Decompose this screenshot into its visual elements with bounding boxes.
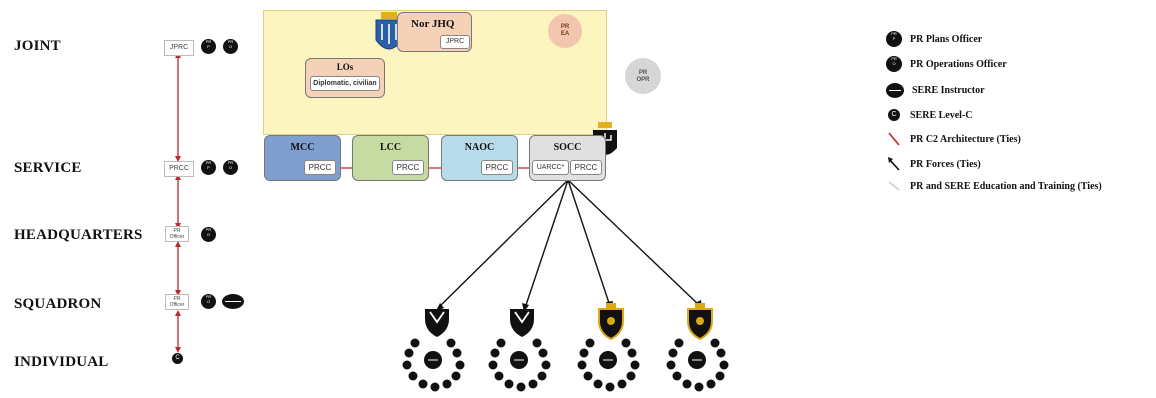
legend-sere-instructor: SERE Instructor (886, 81, 985, 99)
nor-jhq-title: Nor JHQ (411, 18, 455, 30)
mcc-label: MCC (290, 142, 315, 153)
los-title: LOs (336, 62, 354, 72)
ladder-pr-officer-squadron: PR Officer (165, 294, 189, 310)
lcc-prcc-box: PRCC (392, 160, 424, 175)
sere-level-c-icon: C (172, 353, 183, 364)
sere-instructor-icon (886, 82, 904, 98)
ladder-prcc-box: PRCC (164, 161, 194, 177)
level-squadron: SQUADRON (14, 296, 102, 312)
ladder-pr-officer-hq: PR Officer (165, 226, 189, 242)
naoc-prcc-box: PRCC (481, 160, 513, 175)
grey-tie-line-icon (888, 181, 900, 191)
legend-c2-architecture: PR C2 Architecture (Ties) (886, 130, 1021, 148)
socc-label: SOCC (553, 142, 582, 153)
lcc-label: LCC (379, 142, 402, 153)
jhq-jprc-box: JPRC (440, 35, 470, 49)
ladder-jprc-box: JPRC (164, 40, 194, 56)
nor-jhq-node: Nor JHQ (397, 12, 472, 52)
red-tie-line-icon (888, 132, 900, 146)
level-joint: JOINT (14, 38, 61, 54)
mcc-prcc-box: PRCC (304, 160, 336, 175)
naoc-label: NAOC (464, 142, 495, 153)
sere-level-c-icon: C (888, 109, 900, 121)
forces-ties (437, 179, 701, 309)
socc-prcc-box: PRCC (570, 160, 602, 175)
los-subtitle: Diplomatic, civilian (310, 76, 380, 91)
legend-sere-level-c: C SERE Level-C (886, 106, 973, 124)
socc-uarcc-box: UARCC* (532, 160, 569, 175)
los-node: LOs Diplomatic, civilian (305, 58, 385, 98)
legend-forces: PR Forces (Ties) (886, 155, 981, 173)
sere-instructor-icon (222, 294, 244, 309)
level-service: SERVICE (14, 160, 82, 176)
level-individual: INDIVIDUAL (14, 354, 109, 370)
black-tie-arrow-icon (888, 157, 900, 171)
level-headquarters: HEADQUARTERS (14, 227, 143, 243)
legend-education-training: PR and SERE Education and Training (Ties… (886, 177, 1102, 195)
